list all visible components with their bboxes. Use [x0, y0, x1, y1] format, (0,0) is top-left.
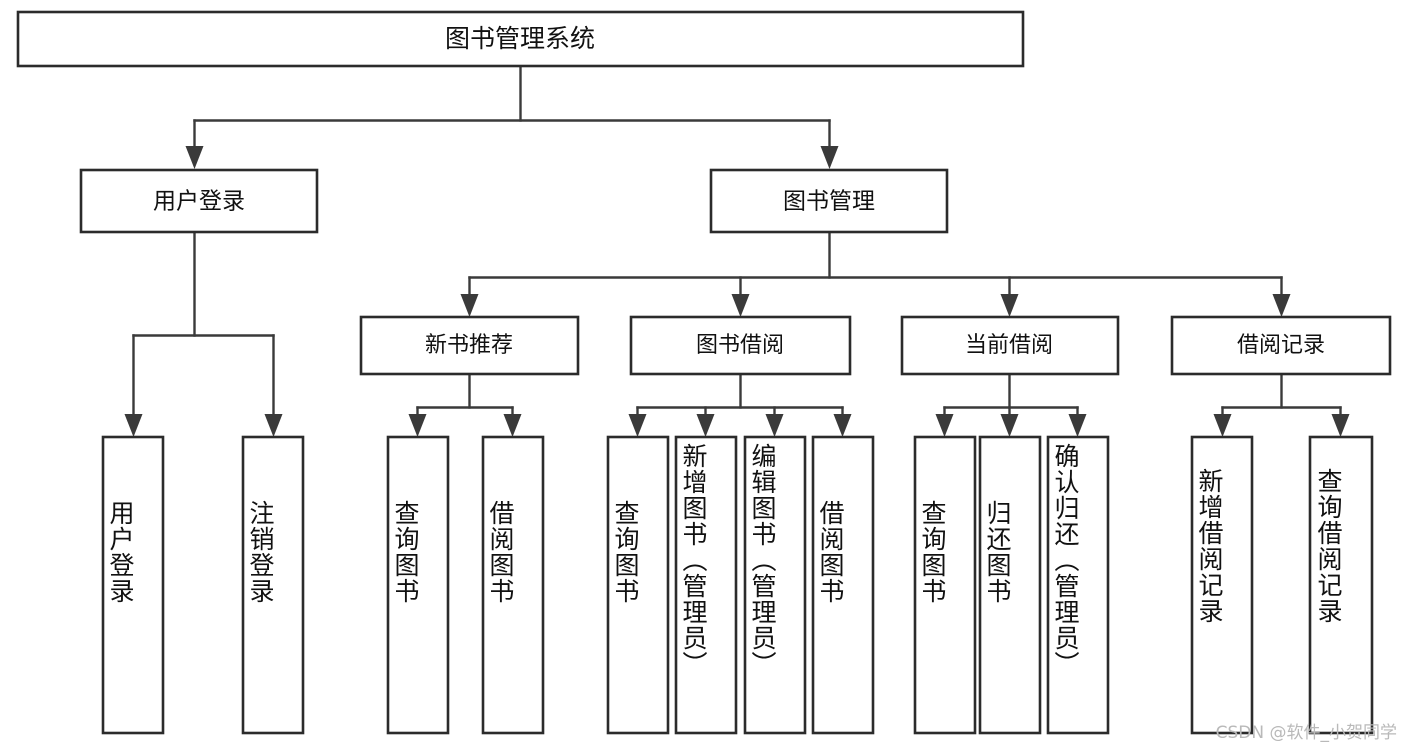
leaf-box-new-book-1[interactable]	[386, 435, 450, 735]
arrowhead-user-login-leaf2	[264, 414, 283, 437]
leaf-box-borrow-record-2[interactable]	[1308, 435, 1374, 735]
node-box-user-login[interactable]	[79, 168, 319, 234]
leaf-box-borrow-record-1[interactable]	[1190, 435, 1254, 735]
arrowhead-book-borrow-leaf3	[765, 414, 784, 437]
arrowhead-borrow-record-leaf2	[1331, 414, 1350, 437]
node-label-borrow-record: 借阅记录	[1237, 333, 1325, 358]
node-box-new-book-recommend[interactable]	[359, 315, 580, 376]
watermark-text: CSDN @软件_小贺同学	[1215, 723, 1397, 743]
arrowhead-user-login	[185, 146, 204, 169]
leaf-box-user-login-2[interactable]	[241, 435, 305, 735]
leaf-box-current-borrow-2[interactable]	[978, 435, 1042, 735]
leaf-box-current-borrow-3[interactable]	[1046, 435, 1110, 735]
arrowhead-user-login-leaf1	[124, 414, 143, 437]
node-label-book-borrow: 图书借阅	[696, 333, 784, 358]
arrowhead-book-borrow-leaf2	[696, 414, 715, 437]
leaf-box-book-borrow-4[interactable]	[811, 435, 875, 735]
leaf-box-current-borrow-1[interactable]	[913, 435, 977, 735]
arrowhead-current-borrow-leaf2	[1000, 414, 1019, 437]
arrowhead-current-borrow-leaf3	[1068, 414, 1087, 437]
connector-group-new-book	[408, 372, 522, 437]
leaf-box-book-borrow-3[interactable]	[743, 435, 807, 735]
node-label-user-login: 用户登录	[153, 189, 245, 215]
leaf-box-user-login-1[interactable]	[101, 435, 165, 735]
arrowhead-book-borrow-leaf1	[628, 414, 647, 437]
arrowhead-book-mgmt	[820, 146, 839, 169]
arrowhead-new-book-leaf1	[408, 414, 427, 437]
node-box-current-borrow[interactable]	[900, 315, 1120, 376]
node-box-root[interactable]	[16, 10, 1025, 68]
node-label-new-book-recommend: 新书推荐	[425, 333, 513, 358]
connector-group-borrow-record	[1213, 372, 1350, 437]
leaf-box-book-borrow-2[interactable]	[674, 435, 738, 735]
connector-group-user-login	[124, 230, 283, 437]
leaf-box-book-borrow-1[interactable]	[606, 435, 670, 735]
node-box-borrow-record[interactable]	[1170, 315, 1392, 376]
connector-group-current-borrow	[935, 372, 1087, 437]
connector-group-root	[185, 64, 839, 169]
arrowhead-new-book-leaf2	[503, 414, 522, 437]
arrowhead-current-borrow-leaf1	[935, 414, 954, 437]
arrowhead-book-borrow-leaf4	[833, 414, 852, 437]
node-box-book-management[interactable]	[709, 168, 949, 234]
connector-group-book-mgmt	[460, 230, 1291, 317]
connector-group-book-borrow	[628, 372, 852, 437]
node-box-book-borrow[interactable]	[629, 315, 852, 376]
node-label-root: 图书管理系统	[445, 24, 595, 53]
arrowhead-book-borrow	[731, 294, 750, 317]
node-label-current-borrow: 当前借阅	[965, 333, 1053, 358]
arrowhead-borrow-record	[1272, 294, 1291, 317]
leaf-box-new-book-2[interactable]	[481, 435, 545, 735]
arrowhead-borrow-record-leaf1	[1213, 414, 1232, 437]
node-label-book-management: 图书管理	[783, 189, 875, 215]
arrowhead-new-book	[460, 294, 479, 317]
arrowhead-current-borrow	[1000, 294, 1019, 317]
